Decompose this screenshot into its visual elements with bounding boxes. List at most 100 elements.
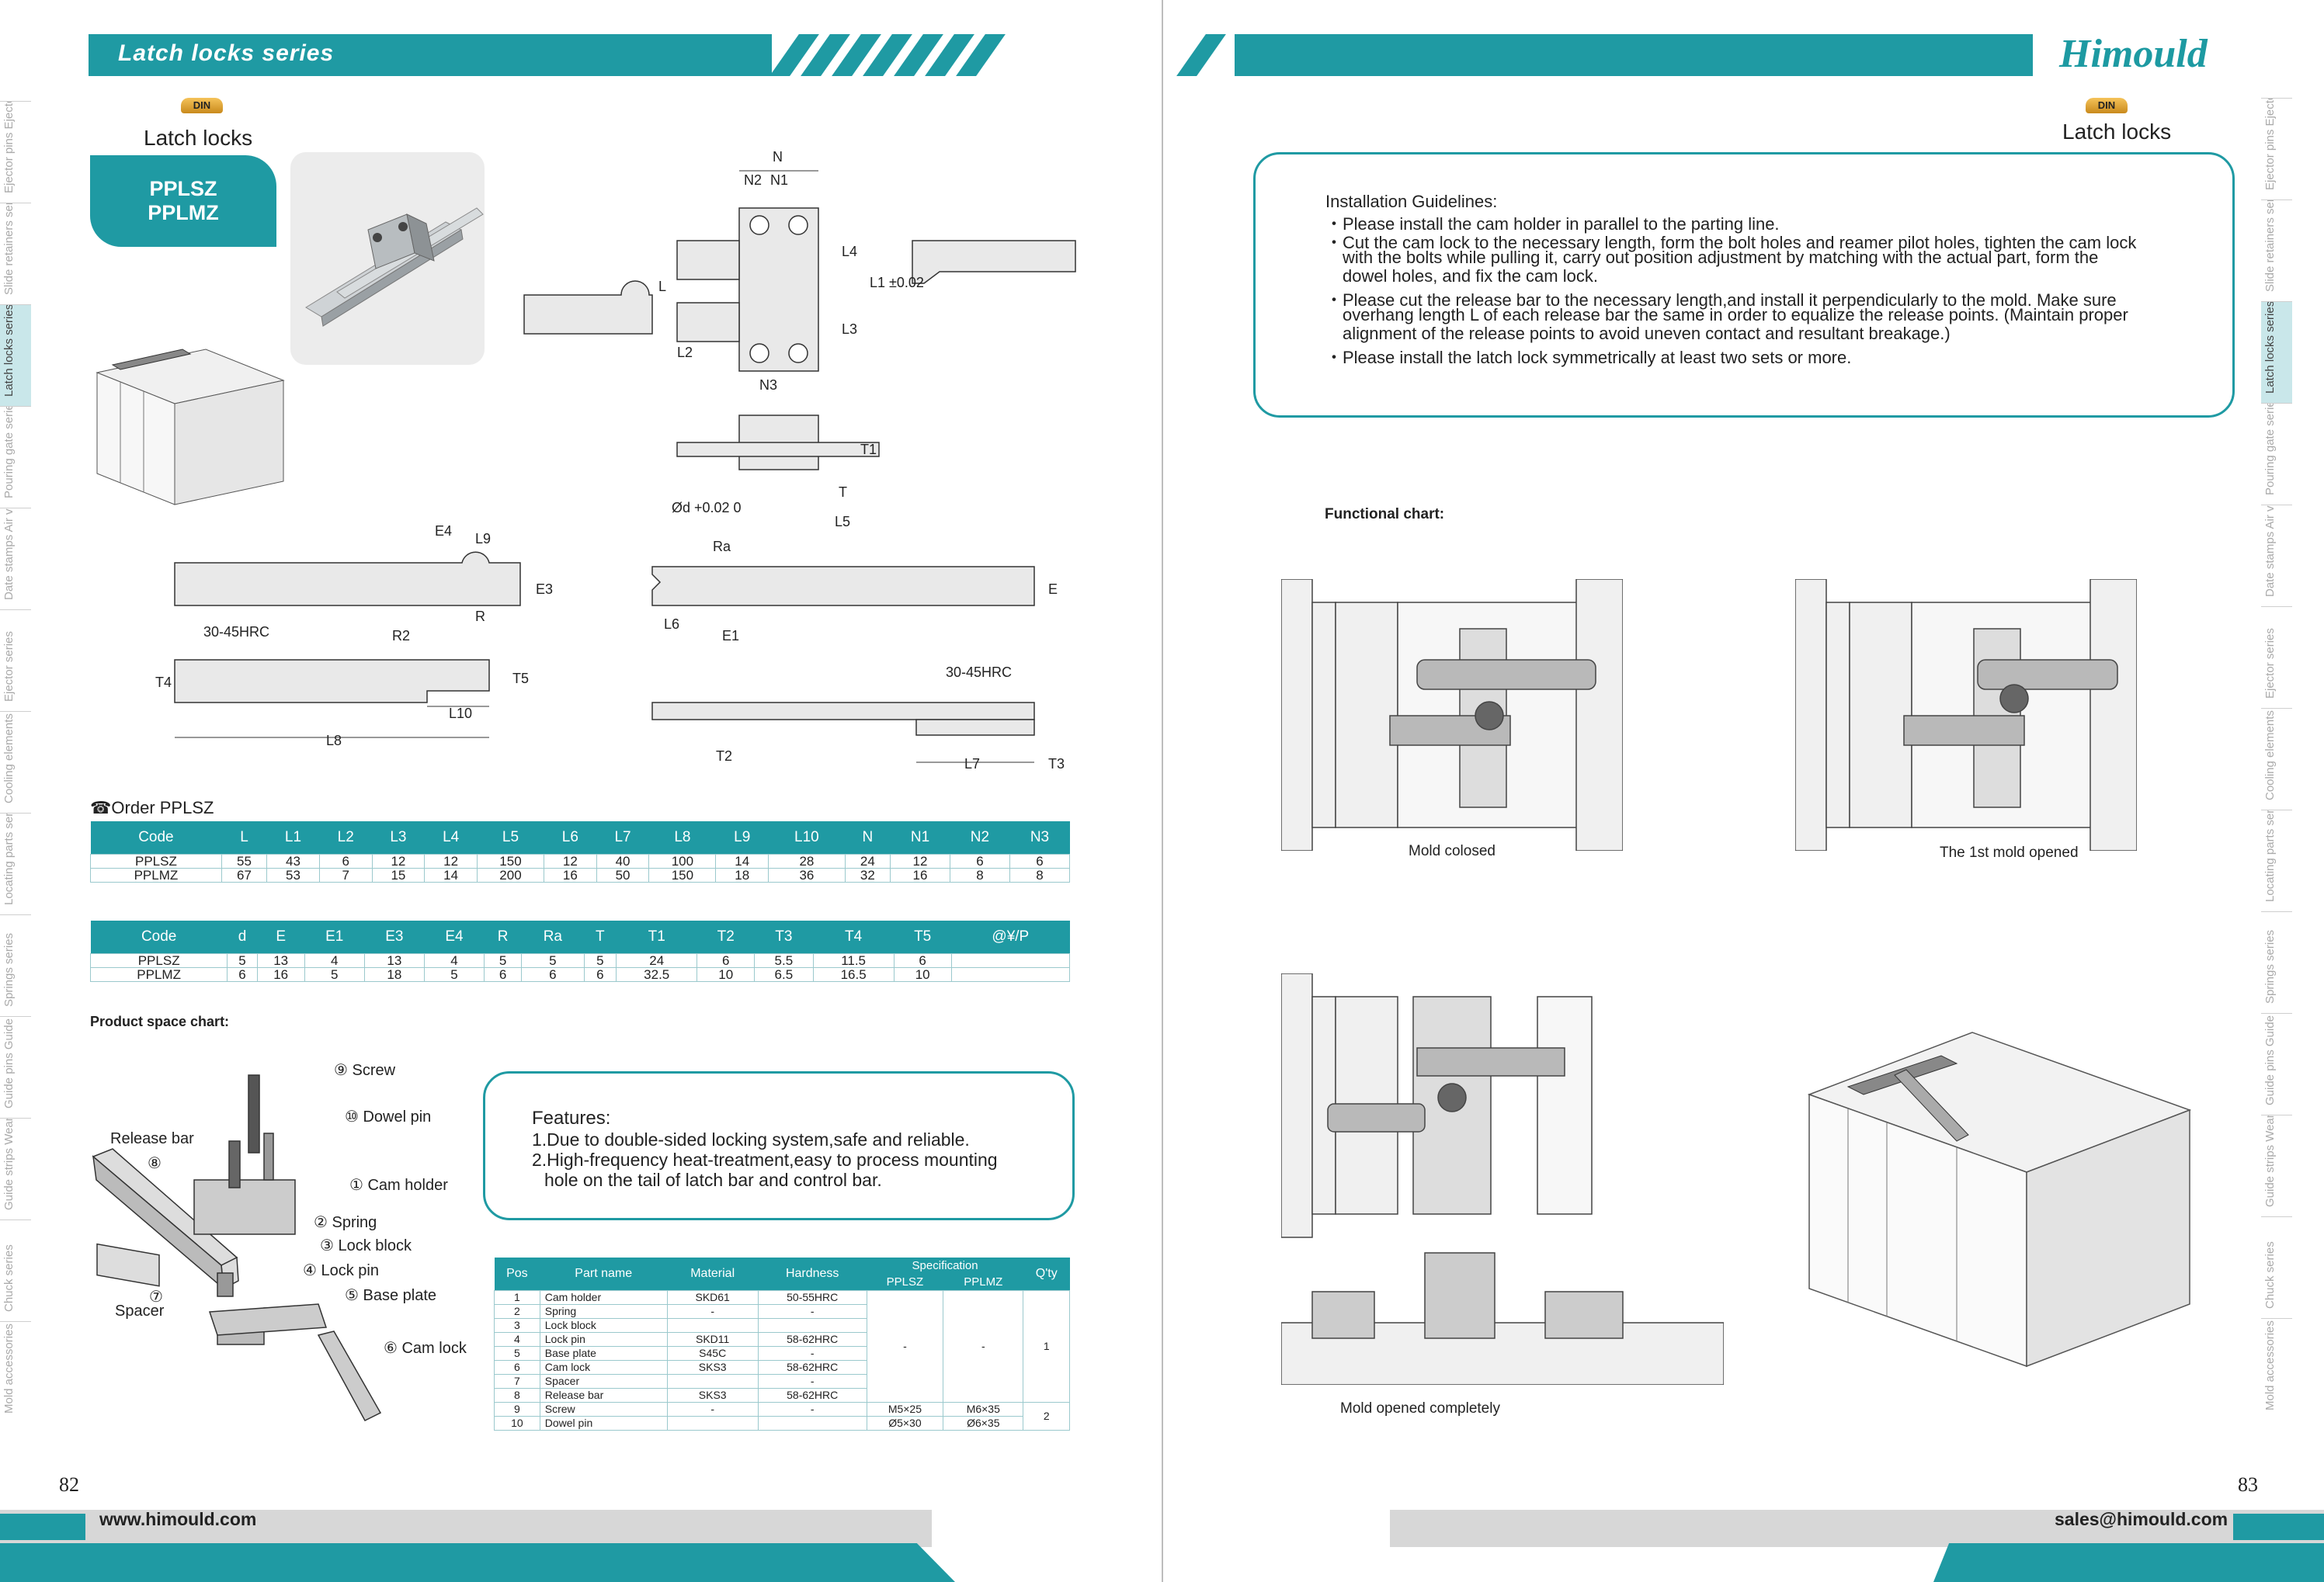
table-cell: 16 <box>890 868 950 883</box>
table-cell: - <box>666 1402 759 1417</box>
side-tab[interactable]: Ejector series <box>2261 606 2292 708</box>
spec-cell: M5×25 <box>866 1402 944 1417</box>
dim-R: R <box>475 609 485 624</box>
footer-teal-left <box>0 1543 955 1582</box>
side-tab[interactable]: Guide pins Guide bush <box>0 1016 31 1118</box>
label-dowel: ⑩ Dowel pin <box>345 1108 432 1126</box>
side-tab[interactable]: Pouring gate series <box>0 406 31 508</box>
side-tab[interactable]: Springs series <box>0 914 31 1016</box>
table-cell: 9 <box>494 1402 540 1417</box>
page-number-right: 83 <box>2238 1473 2258 1496</box>
code-pplmz: PPLMZ <box>148 201 219 224</box>
dim-L8: L8 <box>326 733 342 748</box>
table1-header: N1 <box>890 821 950 855</box>
table1-header: L5 <box>477 821 544 855</box>
dim-L7: L7 <box>964 756 980 772</box>
features-box: Features: 1.Due to double-sided locking … <box>483 1071 1075 1220</box>
table-cell: 6 <box>484 967 523 982</box>
din-badge-right: DIN <box>2086 98 2128 113</box>
side-tab[interactable]: Mold accessories <box>2261 1318 2292 1420</box>
side-tab[interactable]: Date stamps Air valves series <box>2261 505 2292 606</box>
table-cell: 13 <box>256 953 305 968</box>
side-tab[interactable]: Ejector pins Ejector sleeves <box>0 101 31 203</box>
side-tab[interactable]: Latch locks series <box>0 304 31 406</box>
table-cell: Spacer <box>539 1374 668 1389</box>
side-tab[interactable]: Ejector pins Ejector sleeves <box>2261 98 2292 199</box>
side-tab[interactable]: Cooling elements series <box>2261 708 2292 810</box>
side-tab[interactable]: Cooling elements series <box>0 711 31 813</box>
table-cell: 5.5 <box>754 953 814 968</box>
dim-N1: N1 <box>770 172 788 188</box>
spec-cell: Ø6×35 <box>943 1416 1024 1431</box>
din-badge: DIN <box>181 98 223 113</box>
dim-L5: L5 <box>835 514 850 529</box>
side-tab[interactable]: Mold accessories <box>0 1321 31 1423</box>
functional-diagram-first-open <box>1795 579 2137 851</box>
table-cell: 6 <box>318 854 373 869</box>
label-screw: ⑨ Screw <box>334 1062 396 1079</box>
side-tab[interactable]: Pouring gate series <box>2261 403 2292 505</box>
label-lock-pin: ④ Lock pin <box>303 1262 379 1279</box>
col-spec-pplsz: PPLSZ <box>867 1273 943 1291</box>
side-tab[interactable]: Ejector series <box>0 609 31 711</box>
table-cell: 40 <box>596 854 650 869</box>
dim-T: T <box>839 484 847 500</box>
table-cell: SKS3 <box>666 1388 759 1403</box>
side-tab[interactable]: Springs series <box>2261 911 2292 1013</box>
table-cell: 12 <box>543 854 597 869</box>
caption-complete-open: Mold opened completely <box>1340 1400 1500 1417</box>
col-spec-pplmz: PPLMZ <box>943 1273 1023 1291</box>
caption-closed: Mold colosed <box>1409 843 1495 859</box>
side-tab[interactable]: Date stamps Air valves series <box>0 508 31 609</box>
left-header-bar <box>89 34 772 76</box>
table1-header: L1 <box>266 821 320 855</box>
side-tab[interactable]: Locating parts series <box>2261 810 2292 911</box>
table-cell: 32.5 <box>616 967 698 982</box>
side-tab[interactable]: Chuck series <box>0 1219 31 1321</box>
dim-L6: L6 <box>664 616 679 632</box>
footer-accent-right <box>2233 1514 2324 1540</box>
qty-cell: 1 <box>1023 1290 1070 1403</box>
dim-E: E <box>1048 581 1058 597</box>
side-tab[interactable]: Latch locks series <box>2261 301 2292 403</box>
col-pos: Pos <box>494 1258 540 1291</box>
table-cell: 150 <box>648 868 717 883</box>
side-tab[interactable]: Chuck series <box>2261 1216 2292 1318</box>
table-cell <box>757 1416 867 1431</box>
product-title: Latch locks <box>144 126 253 150</box>
side-tab[interactable]: Slide retainers series <box>0 203 31 304</box>
dim-d: Ød +0.02 0 <box>672 500 742 515</box>
table1-header: L3 <box>372 821 425 855</box>
side-tab[interactable]: Guide pins Guide bush <box>2261 1013 2292 1115</box>
table-cell: 2 <box>494 1304 540 1319</box>
label-spacer-no: ⑦ <box>149 1289 163 1306</box>
side-tab[interactable]: Locating parts series <box>0 813 31 914</box>
page-spine <box>1162 0 1163 1582</box>
table-cell: - <box>757 1402 867 1417</box>
side-tab[interactable]: Slide retainers series <box>2261 199 2292 301</box>
table-cell: 24 <box>844 854 891 869</box>
table2-header: T4 <box>813 921 895 954</box>
table-cell <box>666 1374 759 1389</box>
table-cell: 7 <box>318 868 373 883</box>
table-cell: 5 <box>484 953 523 968</box>
side-tab[interactable]: Guide strips Wear plate series <box>0 1118 31 1219</box>
series-title: Latch locks series <box>118 40 335 66</box>
table1-header: Code <box>90 821 222 855</box>
table-cell: Spring <box>539 1304 668 1319</box>
table1-header: L7 <box>596 821 649 855</box>
label-spring: ② Spring <box>314 1214 377 1231</box>
table2-header: E3 <box>364 921 425 954</box>
side-tab[interactable]: Guide strips Wear plate series <box>2261 1115 2292 1216</box>
table-cell: - <box>757 1346 867 1361</box>
label-spacer: Spacer <box>115 1303 165 1320</box>
table-cell: Screw <box>539 1402 668 1417</box>
table2-header: E1 <box>304 921 365 954</box>
table2-header: T <box>584 921 617 954</box>
table1-header: L <box>221 821 267 855</box>
